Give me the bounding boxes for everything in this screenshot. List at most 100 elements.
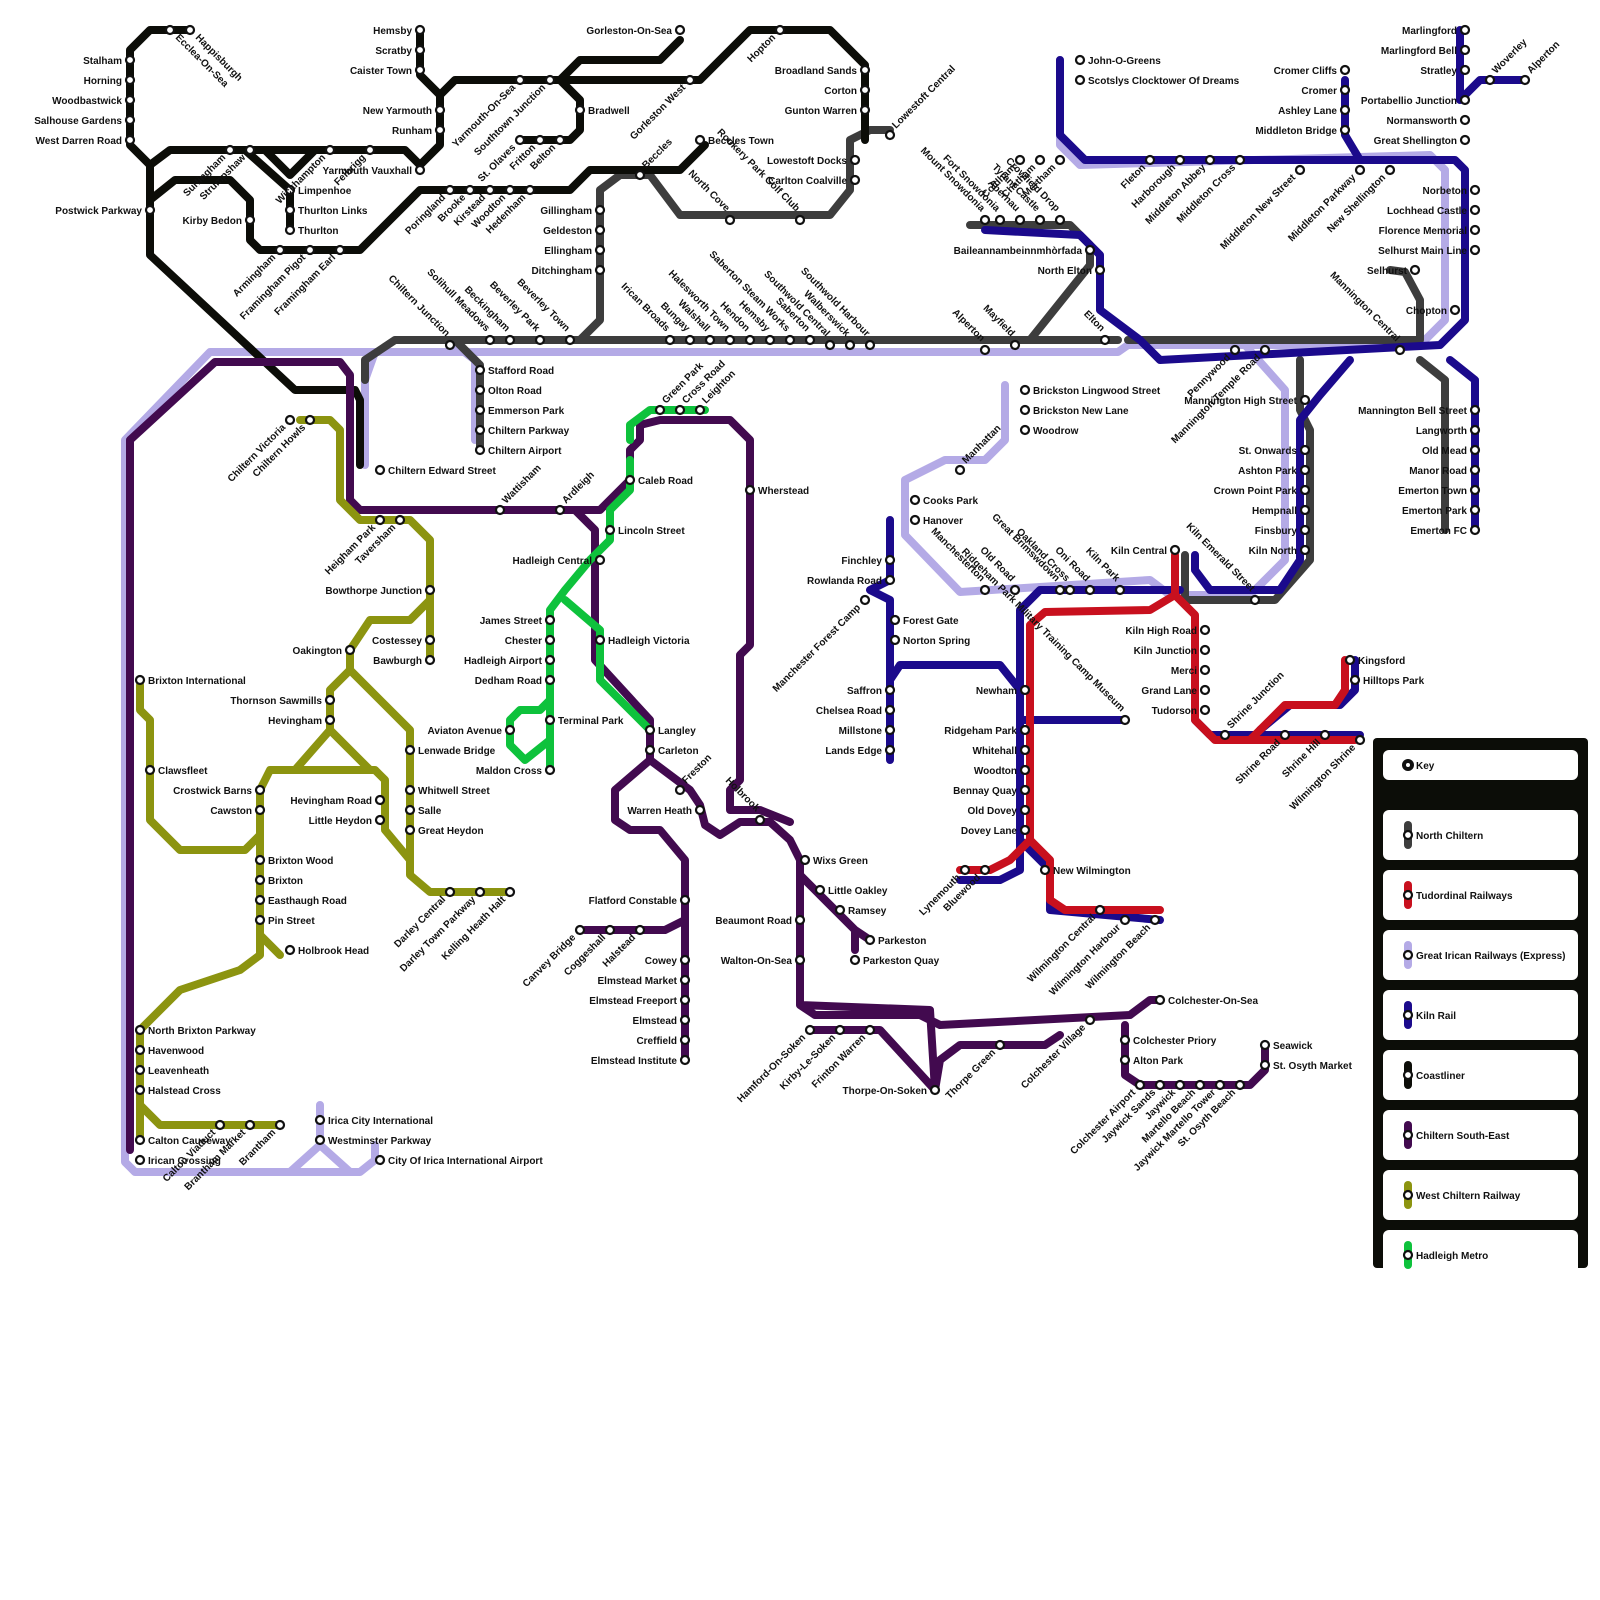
- station-marker[interactable]: [244, 144, 256, 156]
- station-marker[interactable]: [1219, 729, 1231, 741]
- station-marker[interactable]: [884, 704, 896, 716]
- station-marker[interactable]: [929, 1084, 941, 1096]
- station-marker[interactable]: [824, 339, 836, 351]
- station-marker[interactable]: [254, 784, 266, 796]
- station-marker[interactable]: [134, 1044, 146, 1056]
- station-marker[interactable]: [864, 1024, 876, 1036]
- station-marker[interactable]: [1134, 1079, 1146, 1091]
- station-marker[interactable]: [889, 634, 901, 646]
- station-marker[interactable]: [1459, 24, 1471, 36]
- station-marker[interactable]: [1009, 584, 1021, 596]
- station-marker[interactable]: [1154, 994, 1166, 1006]
- station-marker[interactable]: [1469, 244, 1481, 256]
- station-marker[interactable]: [1009, 339, 1021, 351]
- station-marker[interactable]: [1119, 1034, 1131, 1046]
- station-marker[interactable]: [724, 334, 736, 346]
- station-marker[interactable]: [424, 584, 436, 596]
- station-marker[interactable]: [1339, 64, 1351, 76]
- station-marker[interactable]: [1299, 484, 1311, 496]
- station-marker[interactable]: [764, 334, 776, 346]
- station-marker[interactable]: [284, 944, 296, 956]
- station-marker[interactable]: [474, 384, 486, 396]
- station-marker[interactable]: [534, 334, 546, 346]
- station-marker[interactable]: [594, 204, 606, 216]
- station-marker[interactable]: [434, 104, 446, 116]
- station-marker[interactable]: [1199, 704, 1211, 716]
- station-marker[interactable]: [884, 129, 896, 141]
- station-marker[interactable]: [849, 954, 861, 966]
- station-marker[interactable]: [144, 764, 156, 776]
- station-marker[interactable]: [859, 84, 871, 96]
- station-marker[interactable]: [134, 1064, 146, 1076]
- station-marker[interactable]: [484, 184, 496, 196]
- station-marker[interactable]: [1199, 684, 1211, 696]
- station-marker[interactable]: [214, 1119, 226, 1131]
- station-marker[interactable]: [1234, 154, 1246, 166]
- station-marker[interactable]: [1194, 1079, 1206, 1091]
- station-marker[interactable]: [1214, 1079, 1226, 1091]
- station-marker[interactable]: [1469, 444, 1481, 456]
- station-marker[interactable]: [679, 1014, 691, 1026]
- station-marker[interactable]: [334, 244, 346, 256]
- station-marker[interactable]: [244, 214, 256, 226]
- station-marker[interactable]: [694, 804, 706, 816]
- station-marker[interactable]: [314, 1114, 326, 1126]
- station-marker[interactable]: [1199, 664, 1211, 676]
- station-marker[interactable]: [274, 244, 286, 256]
- station-marker[interactable]: [1149, 914, 1161, 926]
- station-marker[interactable]: [679, 974, 691, 986]
- station-marker[interactable]: [1119, 714, 1131, 726]
- station-marker[interactable]: [1074, 54, 1086, 66]
- station-marker[interactable]: [134, 1024, 146, 1036]
- station-marker[interactable]: [679, 1054, 691, 1066]
- station-marker[interactable]: [1459, 64, 1471, 76]
- station-marker[interactable]: [1199, 624, 1211, 636]
- station-marker[interactable]: [1299, 524, 1311, 536]
- station-marker[interactable]: [324, 694, 336, 706]
- station-marker[interactable]: [1094, 904, 1106, 916]
- station-marker[interactable]: [404, 784, 416, 796]
- station-marker[interactable]: [979, 584, 991, 596]
- station-marker[interactable]: [504, 724, 516, 736]
- station-marker[interactable]: [1339, 124, 1351, 136]
- station-marker[interactable]: [844, 339, 856, 351]
- station-marker[interactable]: [1469, 404, 1481, 416]
- station-marker[interactable]: [724, 214, 736, 226]
- station-marker[interactable]: [414, 44, 426, 56]
- station-marker[interactable]: [684, 334, 696, 346]
- station-marker[interactable]: [544, 764, 556, 776]
- station-marker[interactable]: [424, 654, 436, 666]
- station-marker[interactable]: [679, 994, 691, 1006]
- station-marker[interactable]: [414, 64, 426, 76]
- station-marker[interactable]: [284, 204, 296, 216]
- station-marker[interactable]: [1234, 1079, 1246, 1091]
- station-marker[interactable]: [694, 134, 706, 146]
- station-marker[interactable]: [1469, 504, 1481, 516]
- station-marker[interactable]: [304, 244, 316, 256]
- station-marker[interactable]: [644, 744, 656, 756]
- station-marker[interactable]: [544, 654, 556, 666]
- station-marker[interactable]: [604, 924, 616, 936]
- station-marker[interactable]: [494, 504, 506, 516]
- station-marker[interactable]: [544, 614, 556, 626]
- station-marker[interactable]: [504, 334, 516, 346]
- station-marker[interactable]: [474, 424, 486, 436]
- station-marker[interactable]: [1459, 94, 1471, 106]
- station-marker[interactable]: [1054, 154, 1066, 166]
- station-marker[interactable]: [884, 724, 896, 736]
- station-marker[interactable]: [909, 494, 921, 506]
- station-marker[interactable]: [254, 874, 266, 886]
- station-marker[interactable]: [544, 634, 556, 646]
- station-marker[interactable]: [1299, 504, 1311, 516]
- station-marker[interactable]: [1294, 164, 1306, 176]
- station-marker[interactable]: [1084, 1014, 1096, 1026]
- station-marker[interactable]: [1084, 244, 1096, 256]
- station-marker[interactable]: [794, 914, 806, 926]
- station-marker[interactable]: [634, 924, 646, 936]
- station-marker[interactable]: [1174, 154, 1186, 166]
- station-marker[interactable]: [1019, 744, 1031, 756]
- station-marker[interactable]: [304, 414, 316, 426]
- station-marker[interactable]: [414, 164, 426, 176]
- station-marker[interactable]: [604, 524, 616, 536]
- station-marker[interactable]: [364, 144, 376, 156]
